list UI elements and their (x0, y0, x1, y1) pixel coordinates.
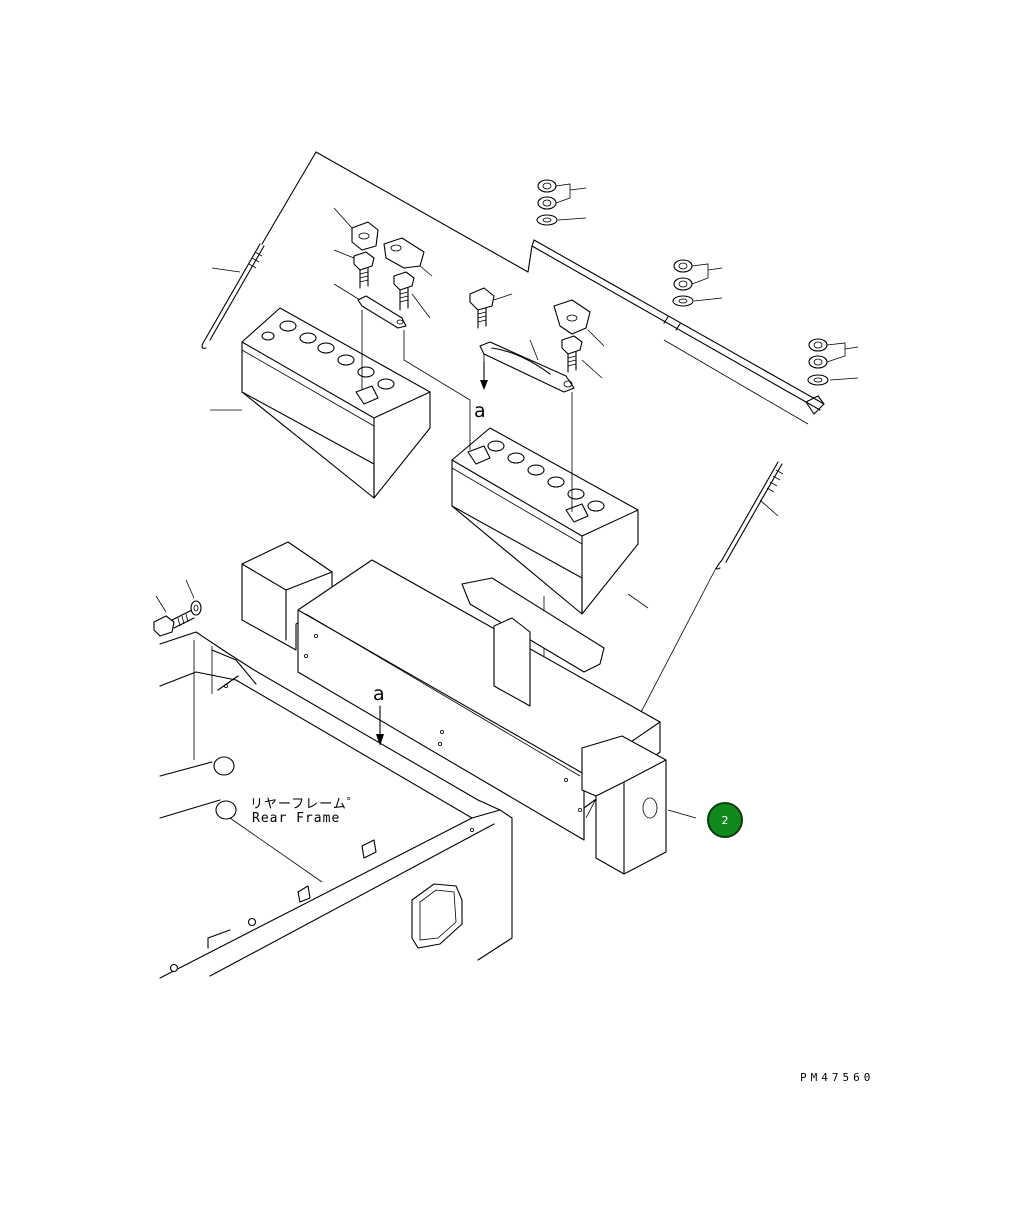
frame-mount-bolt (153, 579, 202, 637)
short-cable-left (333, 283, 407, 329)
callout-2-button[interactable]: 2 (707, 802, 743, 838)
nut-washer-stack-3 (807, 338, 859, 386)
detail-arrow-bottom (376, 705, 384, 746)
rear-frame (159, 631, 513, 979)
terminal-bolt-left-a (333, 249, 375, 289)
terminal-bolt-mid (469, 287, 513, 329)
detail-arrow-top (480, 361, 488, 390)
terminal-bolt-left-b (393, 271, 431, 319)
detail-label-a-bottom: a (373, 683, 385, 705)
battery-box (241, 541, 697, 875)
terminal-clamp-left-a (333, 207, 379, 251)
terminal-clamp-mid (553, 299, 605, 347)
battery-right (451, 427, 649, 615)
rear-frame-label-en: Rear Frame (252, 811, 341, 826)
nut-washer-stack-1 (536, 179, 587, 226)
detail-label-a-top: a (474, 400, 486, 422)
terminal-clamp-left-b (383, 237, 433, 277)
battery-left (210, 307, 431, 499)
hold-down-bar (531, 239, 825, 425)
battery-cable-mid (479, 339, 575, 393)
drawing-code: PM47560 (800, 1071, 875, 1084)
rear-frame-label-jp: リヤーフレーム゜ (250, 797, 361, 812)
leader-lines-top (261, 151, 533, 273)
terminal-bolt-right (561, 335, 603, 379)
j-bolt-left (201, 243, 265, 349)
nut-washer-stack-2 (672, 259, 723, 307)
